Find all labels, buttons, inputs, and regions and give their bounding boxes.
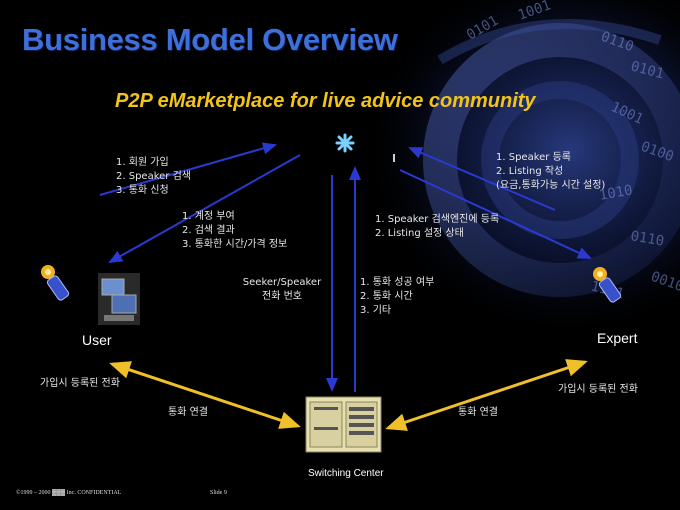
arrow-expert-to-server (408, 147, 556, 211)
switch-to-server-list: 1. 통화 성공 여부 2. 통화 시간 3. 기타 (360, 276, 434, 318)
list-item: 3. 통화한 시간/가격 정보 (182, 239, 288, 250)
user-call-label: 통화 연결 (168, 407, 208, 418)
list-item: 3. 기타 (360, 305, 392, 316)
list-item: Seeker/Speaker (242, 277, 322, 288)
server-to-user-list: 1. 계정 부여 2. 검색 결과 3. 통화한 시간/가격 정보 (182, 210, 287, 252)
footer-slide-number: Slide 9 (210, 490, 227, 496)
list-item: 3. 통화 신청 (116, 185, 169, 196)
list-item: 2. 통화 시간 (360, 291, 413, 302)
list-item: 1. 회원 가입 (116, 157, 169, 168)
arrow-user-to-server (99, 142, 277, 196)
expert-label: Expert (597, 330, 638, 346)
arrow-server-to-user (108, 154, 301, 263)
list-item: 1. 계정 부여 (182, 211, 235, 222)
arrow-server-to-expert (399, 169, 592, 259)
expert-phone-icon (593, 267, 622, 303)
footer-copyright: ©1999 – 2000 ▓▓▓ Inc. CONFIDENTIAL (16, 490, 122, 496)
page-subtitle: P2P eMarketplace for live advice communi… (115, 90, 536, 112)
user-label: User (82, 332, 112, 348)
binary-digits: 1010 (598, 182, 634, 204)
list-item: 전화 번호 (262, 291, 302, 302)
arrow-call-user (109, 361, 301, 429)
list-item: 2. Listing 설정 상태 (375, 228, 464, 239)
switching-center-icon (305, 396, 382, 453)
list-item: 2. Speaker 검색 (116, 171, 191, 182)
server-to-expert-list: 1. Speaker 검색엔진에 등록 2. Listing 설정 상태 (375, 213, 499, 241)
arrow-call-expert (385, 359, 588, 431)
user-to-server-list: 1. 회원 가입 2. Speaker 검색 3. 통화 신청 (116, 156, 191, 198)
expert-phone-label: 가입시 등록된 전화 (558, 384, 638, 395)
expert-to-server-list: 1. Speaker 등록 2. Listing 작성 (요금,통화가능 시간 … (496, 151, 605, 193)
server-to-switch-label: Seeker/Speaker 전화 번호 (240, 276, 324, 304)
page-title: Business Model Overview (22, 22, 398, 57)
user-computer-icon (98, 273, 140, 325)
user-phone-icon (41, 265, 70, 301)
list-item: 1. 통화 성공 여부 (360, 277, 435, 288)
list-item: 1. Speaker 등록 (496, 152, 571, 163)
list-item: 2. Listing 작성 (496, 166, 564, 177)
binary-digits: 0110 (629, 228, 665, 250)
user-phone-label: 가입시 등록된 전화 (40, 378, 120, 389)
server-icon (335, 133, 355, 153)
switching-center-label: Switching Center (308, 468, 384, 479)
list-item: (요금,통화가능 시간 설정) (496, 180, 606, 191)
list-item: 2. 검색 결과 (182, 225, 235, 236)
list-item: 1. Speaker 검색엔진에 등록 (375, 214, 500, 225)
expert-call-label: 통화 연결 (458, 407, 498, 418)
